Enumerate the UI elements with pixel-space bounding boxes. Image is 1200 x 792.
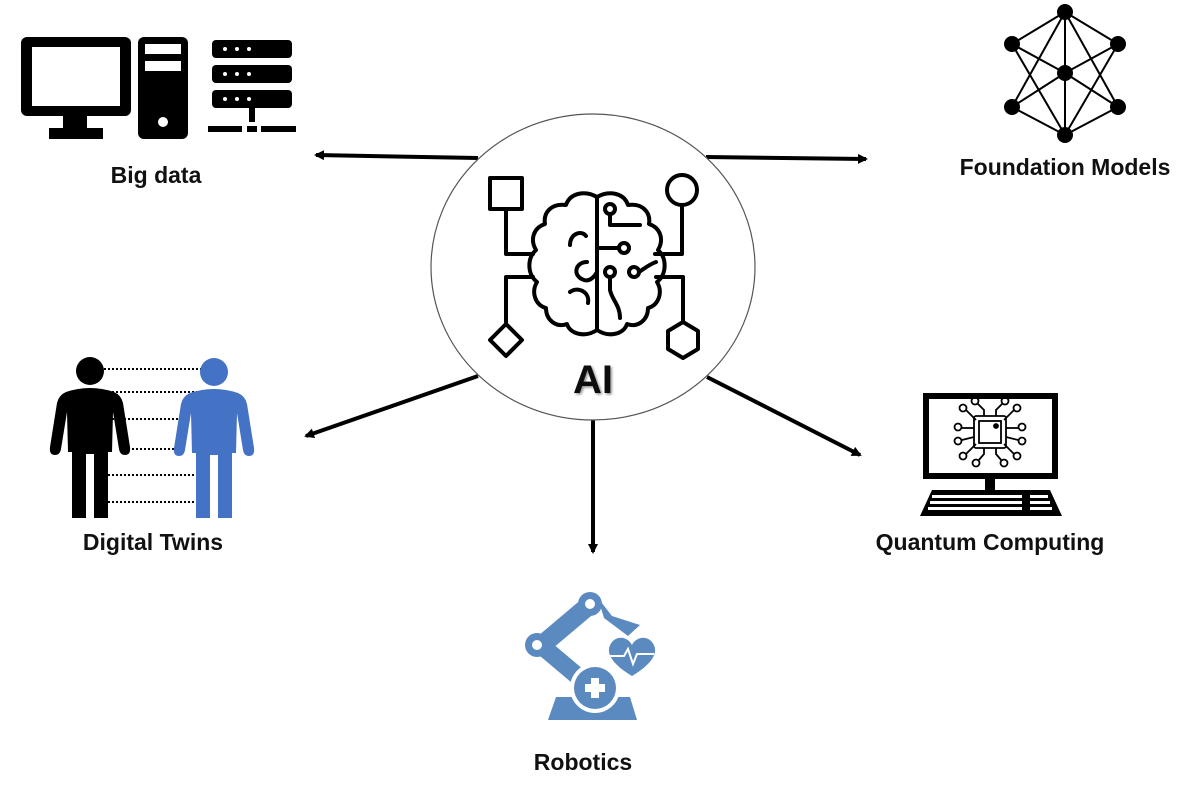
tower-pc-icon <box>138 37 188 139</box>
arrow-to-quantum-computing <box>706 375 862 457</box>
edges <box>304 150 868 554</box>
twin-persons-icon <box>49 357 255 518</box>
node-label-quantum-computing: Quantum Computing <box>876 529 1105 555</box>
node-foundation-models: Foundation Models <box>960 4 1171 180</box>
server-rack-icon <box>208 40 296 132</box>
chip-computer-icon <box>920 393 1062 516</box>
node-label-foundation-models: Foundation Models <box>960 154 1171 180</box>
computer-server-icon <box>21 37 296 139</box>
node-label-digital-twins: Digital Twins <box>83 529 223 555</box>
ai-center-node: AI <box>430 113 756 421</box>
arrow-to-big-data <box>314 150 479 161</box>
arrow-to-digital-twins <box>304 374 479 439</box>
node-digital-twins: Digital Twins <box>49 357 255 555</box>
ai-label: AI <box>573 358 613 402</box>
monitor-icon <box>21 37 131 139</box>
processor-chip-icon <box>953 396 1027 468</box>
brain-circuit-icon <box>488 173 700 360</box>
node-label-big-data: Big data <box>111 162 202 188</box>
neural-network-icon <box>1004 4 1126 143</box>
ai-circle <box>430 113 756 421</box>
medical-robot-arm-icon <box>525 592 656 720</box>
node-quantum-computing: Quantum Computing <box>876 393 1105 555</box>
physical-person-icon <box>49 357 131 518</box>
node-big-data: Big data <box>21 37 296 188</box>
arrow-to-foundation-models <box>705 153 868 164</box>
node-label-robotics: Robotics <box>534 749 632 775</box>
node-robotics: Robotics <box>525 592 656 775</box>
digital-person-icon <box>173 358 255 518</box>
